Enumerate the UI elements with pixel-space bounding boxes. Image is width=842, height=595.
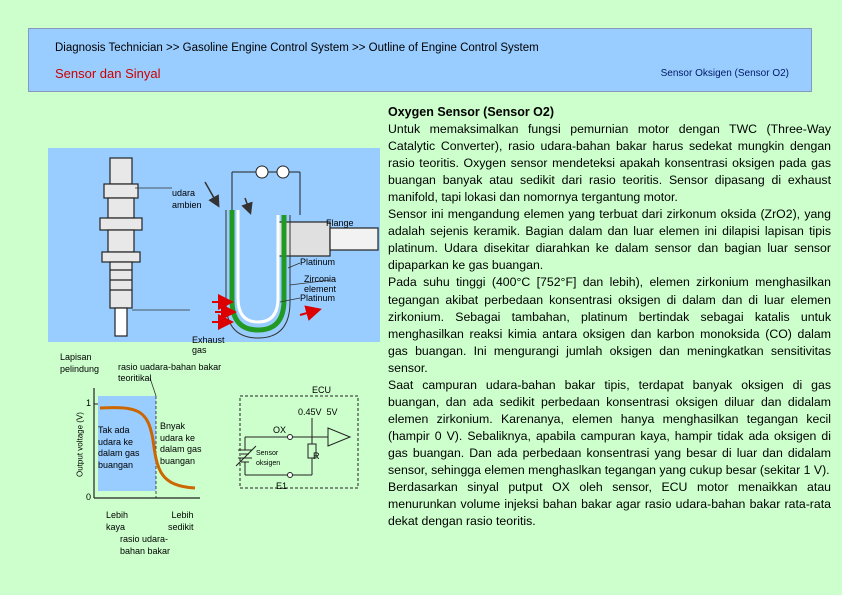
exhaust-arrows — [212, 294, 322, 330]
label-e1: E1 — [276, 481, 288, 491]
output-curve — [99, 406, 196, 490]
slide-subtitle: Sensor Oksigen (Sensor O2) — [660, 68, 789, 79]
graph-y-tick-1: 1 — [86, 398, 92, 408]
label-lebih-kaya: Lebih kaya — [106, 510, 129, 532]
label-tak-ada: Tak ada udara ke dalam gas buangan — [98, 425, 140, 470]
ecu-circuit — [235, 418, 352, 476]
sensor-body — [99, 157, 143, 337]
paragraph-5: Berdasarkan sinyal putput OX oleh sensor… — [388, 480, 831, 529]
label-sensor-oksigen: Sensor oksigen — [256, 450, 281, 467]
label-platinum-top: Platinum — [300, 257, 336, 267]
label-r: R — [313, 451, 320, 461]
header-banner: Diagnosis Technician >> Gasoline Engine … — [28, 28, 812, 92]
label-flange: Flange — [326, 218, 354, 228]
label-platinum-bottom: Platinum — [300, 293, 336, 303]
section-title: Sensor dan Sinyal — [55, 66, 161, 81]
paragraph-1: Untuk memaksimalkan fungsi pemurnian mot… — [388, 122, 831, 205]
label-lebih-sedikit: Lebih sedikit — [168, 510, 194, 532]
label-voltages: 0.45V 5V — [298, 407, 338, 417]
paragraph-3: Pada suhu tinggi (400°C [752°F] dan lebi… — [388, 275, 831, 375]
label-udara-ambien: udara ambien — [172, 188, 202, 210]
graph-y-axis-label: Output voltage (V) — [75, 412, 85, 477]
paragraph-2: Sensor ini mengandung elemen yang terbua… — [388, 207, 831, 273]
label-rasio-teoritikal: rasio uadara-bahan bakar teoritikal — [118, 362, 222, 383]
paragraph-4: Saat campuran udara-bahan bakar tipis, t… — [388, 377, 831, 477]
label-lapisan: Lapisan pelindung — [60, 352, 100, 374]
content-heading: Oxygen Sensor (Sensor O2) — [388, 105, 555, 119]
label-zirconia: Zirconia element — [304, 274, 337, 294]
label-ecu: ECU — [312, 385, 332, 395]
breadcrumb: Diagnosis Technician >> Gasoline Engine … — [55, 42, 539, 54]
label-banyak: Bnyak udara ke dalam gas buangan — [160, 421, 202, 466]
meter-symbols — [231, 165, 301, 215]
label-rasio-bawah: rasio udara- bahan bakar — [120, 534, 171, 556]
label-ox: OX — [273, 425, 287, 435]
graph-rich-zone — [98, 396, 156, 491]
label-exhaust-gas: Exhaust gas — [192, 335, 225, 355]
description-column: Oxygen Sensor (Sensor O2) Untuk memaksim… — [388, 104, 831, 530]
graph-y-tick-0: 0 — [86, 492, 92, 502]
sensor-diagram — [48, 148, 380, 499]
